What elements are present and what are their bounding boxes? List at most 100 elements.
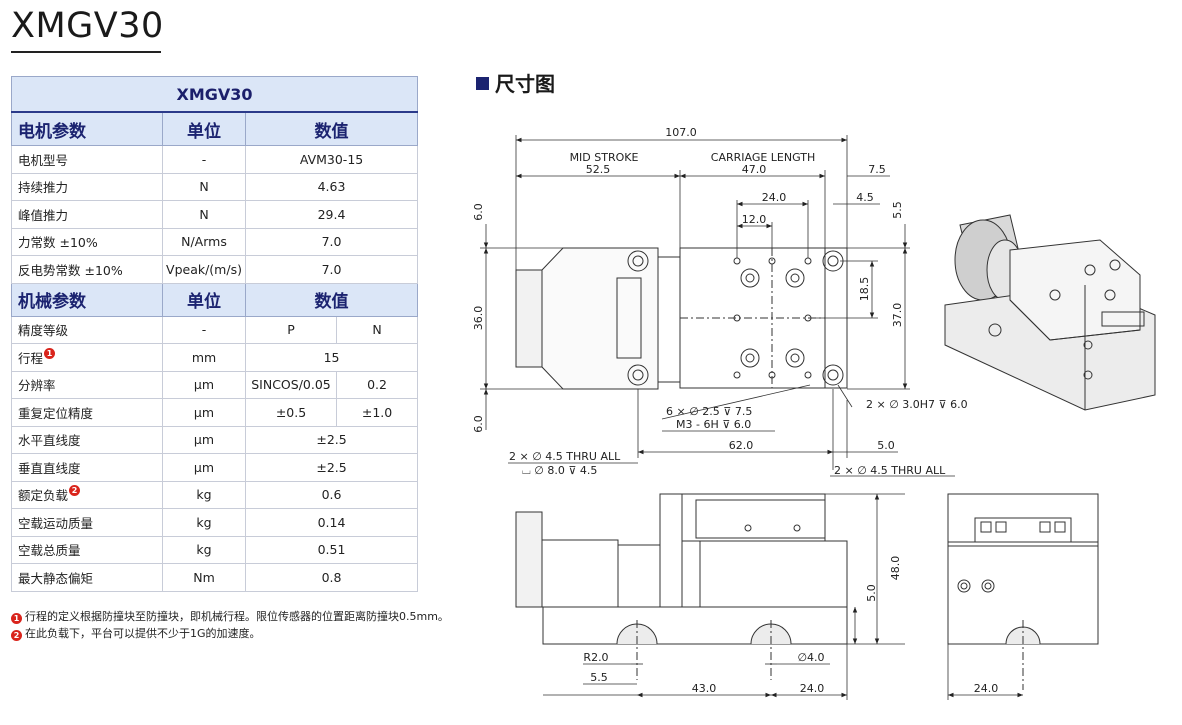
top-view-dimensions bbox=[480, 135, 955, 477]
row-label: 垂直直线度 bbox=[11, 453, 163, 482]
row-value: 29.4 bbox=[244, 200, 419, 229]
value-header: 数值 bbox=[244, 111, 419, 146]
side-view bbox=[947, 493, 1099, 690]
row-value: 0.51 bbox=[244, 535, 419, 564]
dim-6-bottom: 6.0 bbox=[472, 415, 485, 433]
dim-4-5: 4.5 bbox=[856, 191, 874, 204]
row-value: 0.14 bbox=[244, 508, 419, 537]
row-label: 重复定位精度 bbox=[11, 398, 163, 427]
row-unit: Nm bbox=[162, 563, 246, 592]
dim-18-5: 18.5 bbox=[858, 277, 871, 302]
dim-mid-stroke: MID STROKE bbox=[570, 151, 639, 164]
dim-m3: M3 - 6H ⊽ 6.0 bbox=[676, 418, 751, 431]
table-row: 反电势常数 ±10%Vpeak/(m/s)7.0 bbox=[11, 255, 419, 284]
dim-7-5: 7.5 bbox=[868, 163, 886, 176]
row-label: 电机型号 bbox=[11, 145, 163, 174]
dim-62: 62.0 bbox=[729, 439, 754, 452]
dim-holes-6x: 6 × ∅ 2.5 ⊽ 7.5 bbox=[666, 405, 752, 418]
footnote-marker: 1 bbox=[11, 613, 22, 624]
dim-thru-right: 2 × ∅ 4.5 THRU ALL bbox=[834, 464, 946, 477]
front-view bbox=[515, 493, 848, 680]
footnote-text: 行程的定义根据防撞块至防撞块，即机械行程。限位传感器的位置距离防撞块0.5mm。 bbox=[25, 610, 449, 623]
row-unit: N bbox=[162, 200, 246, 229]
front-view-dimensions bbox=[543, 493, 905, 700]
footnote-marker: 1 bbox=[44, 347, 56, 359]
row-label: 最大静态偏矩 bbox=[11, 563, 163, 592]
row-value: 4.63 bbox=[244, 172, 419, 201]
unit-header: 单位 bbox=[162, 111, 246, 146]
row-value-n: 0.2 bbox=[335, 370, 419, 399]
row-unit: N bbox=[162, 172, 246, 201]
page-title: XMGV30 bbox=[11, 6, 164, 46]
row-value: 7.0 bbox=[244, 227, 419, 256]
dim-counterbore: ⌴ ∅ 8.0 ⊽ 4.5 bbox=[522, 464, 597, 477]
dim-5: 5.0 bbox=[877, 439, 895, 452]
row-unit: μm bbox=[162, 453, 246, 482]
dim-37: 37.0 bbox=[891, 303, 904, 328]
row-label-text: 额定负载 bbox=[18, 488, 69, 504]
dimension-heading: 尺寸图 bbox=[476, 68, 555, 97]
side-view-dimensions bbox=[947, 644, 1023, 700]
dim-5-5-bottom: 5.5 bbox=[590, 671, 608, 684]
spec-table-header: XMGV30 bbox=[10, 76, 419, 113]
dim-carriage-length: CARRIAGE LENGTH bbox=[711, 151, 815, 164]
dim-12: 12.0 bbox=[742, 213, 767, 226]
dim-dia-4: ∅4.0 bbox=[797, 651, 824, 664]
row-value: 0.8 bbox=[244, 563, 419, 592]
row-label-text: 行程 bbox=[18, 350, 44, 366]
dim-r2: R2.0 bbox=[583, 651, 608, 664]
square-bullet-icon bbox=[476, 77, 489, 90]
dim-36: 36.0 bbox=[472, 306, 485, 331]
motor-section-title: 电机参数 bbox=[11, 111, 163, 146]
row-unit: mm bbox=[162, 343, 246, 372]
row-unit: N/Arms bbox=[162, 227, 246, 256]
row-unit: Vpeak/(m/s) bbox=[162, 255, 246, 284]
row-unit: - bbox=[162, 315, 246, 344]
title-underline bbox=[11, 51, 161, 53]
row-value: 0.6 bbox=[244, 480, 419, 509]
dim-24: 24.0 bbox=[762, 191, 787, 204]
dim-thru-left: 2 × ∅ 4.5 THRU ALL bbox=[509, 450, 621, 463]
dim-43: 43.0 bbox=[692, 682, 717, 695]
value-header: 数值 bbox=[244, 282, 419, 317]
dim-107: 107.0 bbox=[665, 126, 697, 139]
table-row: 电机型号-AVM30-15 bbox=[11, 145, 419, 174]
row-label: 空载运动质量 bbox=[11, 508, 163, 537]
dim-5-side: 5.0 bbox=[865, 584, 878, 602]
dim-24-front: 24.0 bbox=[800, 682, 825, 695]
footnote-marker: 2 bbox=[11, 630, 22, 641]
row-value: 7.0 bbox=[244, 255, 419, 284]
isometric-view bbox=[944, 214, 1156, 411]
row-value: ±2.5 bbox=[244, 425, 419, 454]
dim-pin-holes: 2 × ∅ 3.0H7 ⊽ 6.0 bbox=[866, 398, 968, 411]
mech-section-title: 机械参数 bbox=[11, 282, 163, 317]
footnote-text: 在此负载下，平台可以提供不少于1G的加速度。 bbox=[25, 627, 261, 640]
row-label: 水平直线度 bbox=[11, 425, 163, 454]
dim-47: 47.0 bbox=[742, 163, 767, 176]
dimension-heading-text: 尺寸图 bbox=[495, 72, 555, 96]
dim-24-side: 24.0 bbox=[974, 682, 999, 695]
row-label: 力常数 ±10% bbox=[11, 227, 163, 256]
row-label: 分辨率 bbox=[11, 370, 163, 399]
top-view bbox=[515, 247, 848, 390]
dim-6-top: 6.0 bbox=[472, 203, 485, 221]
row-unit: kg bbox=[162, 508, 246, 537]
dim-52-5: 52.5 bbox=[586, 163, 611, 176]
dim-48: 48.0 bbox=[889, 556, 902, 581]
row-label: 峰值推力 bbox=[11, 200, 163, 229]
row-value-n: ±1.0 bbox=[335, 398, 419, 427]
footnote-marker: 2 bbox=[69, 485, 81, 497]
row-value: AVM30-15 bbox=[244, 145, 419, 174]
